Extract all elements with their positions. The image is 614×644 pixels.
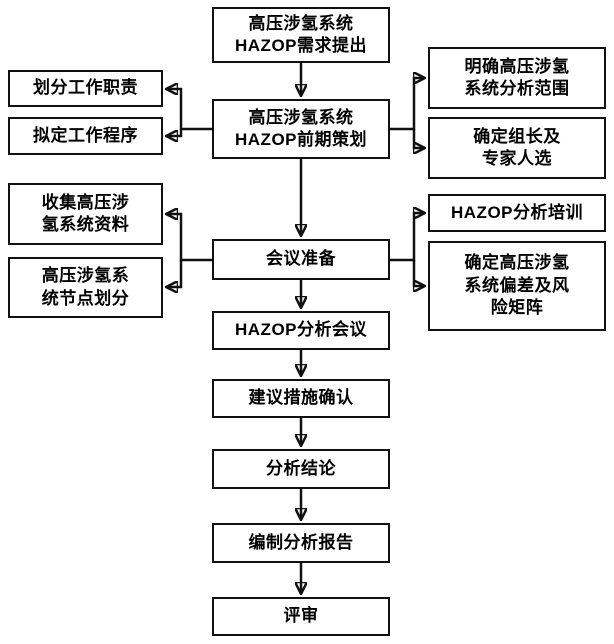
node-analysis-report: 编制分析报告 (212, 523, 390, 563)
node-deviation-matrix: 确定高压涉氢 系统偏差及风 险矩阵 (428, 241, 606, 331)
node-hazop-requirement: 高压涉氢系统 HAZOP需求提出 (212, 7, 390, 63)
arrow-preplanning-to-leader-experts (412, 129, 425, 148)
node-work-duties: 划分工作职责 (8, 70, 163, 107)
node-work-procedures: 拟定工作程序 (8, 117, 163, 155)
node-analysis-conclusion: 分析结论 (212, 449, 390, 489)
node-hazop-preplanning: 高压涉氢系统 HAZOP前期策划 (212, 99, 390, 159)
arrow-meeting-prep-to-node-division (166, 260, 183, 287)
node-analysis-scope: 明确高压涉氢 系统分析范围 (428, 47, 606, 109)
node-leader-experts: 确定组长及 专家人选 (428, 117, 606, 179)
node-measures-confirm: 建议措施确认 (212, 379, 390, 418)
node-hazop-meeting: HAZOP分析会议 (212, 311, 390, 350)
arrow-meeting-prep-to-deviation-matrix (412, 260, 425, 286)
node-review: 评审 (212, 597, 390, 636)
node-node-division: 高压涉氢系 统节点划分 (8, 257, 163, 318)
arrow-preplanning-to-procedures (166, 129, 183, 136)
arrow-preplanning-to-duties (166, 89, 212, 131)
arrow-meeting-prep-to-collect-data (166, 214, 212, 262)
node-collect-data: 收集高压涉 氢系统资料 (8, 183, 163, 245)
arrow-preplanning-to-scope (390, 78, 425, 131)
node-meeting-preparation: 会议准备 (212, 239, 390, 280)
arrow-meeting-prep-to-training (390, 213, 425, 262)
node-hazop-training: HAZOP分析培训 (428, 194, 606, 232)
